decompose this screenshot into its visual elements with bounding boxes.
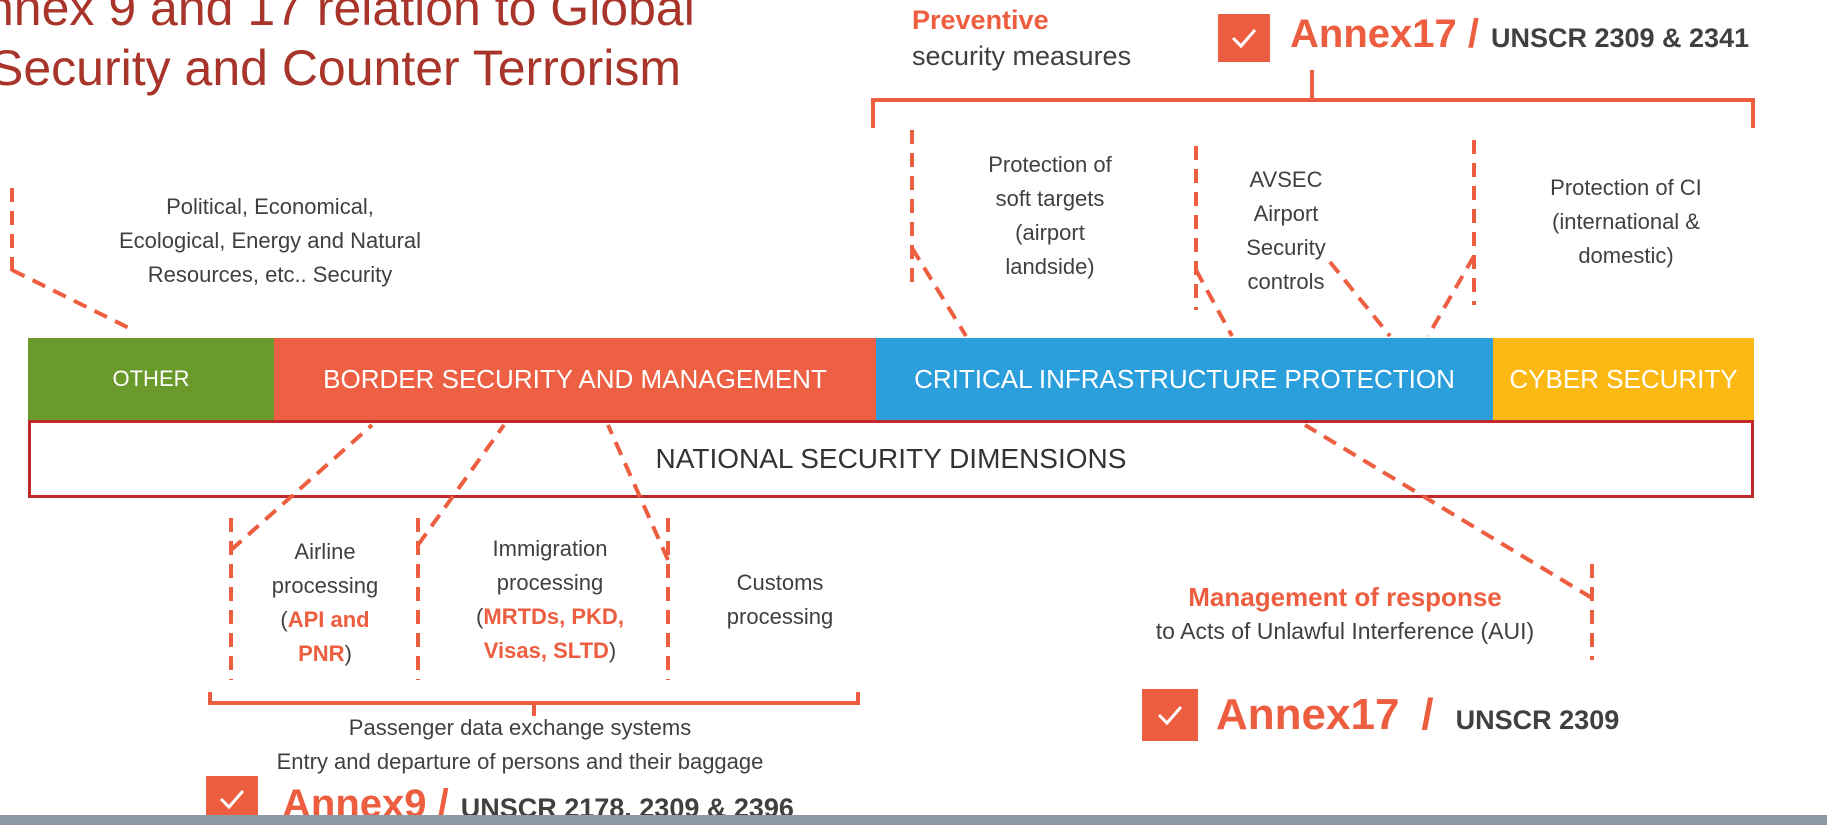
bottom-bar <box>0 815 1827 825</box>
immigration-processing: Immigration processing (MRTDs, PKD, Visa… <box>440 532 660 668</box>
immigration-line: processing <box>496 570 604 595</box>
airline-highlight-2: PNR) <box>240 637 410 671</box>
other-desc-line: Political, Economical, <box>166 194 374 219</box>
airline-line: processing <box>271 573 379 598</box>
preventive-sub: security measures <box>912 41 1132 71</box>
soft-targets-text: Protection of soft targets (airport land… <box>940 148 1160 284</box>
immigration-highlight-2: Visas, SLTD) <box>440 634 660 668</box>
ci-line: domestic) <box>1578 243 1674 268</box>
avsec-text: AVSEC Airport Security controls <box>1216 163 1356 299</box>
management-heading: Management of response <box>1188 582 1502 612</box>
airline-pnr: PNR <box>298 641 345 666</box>
annex17-top-unscr: UNSCR 2309 & 2341 <box>1490 23 1750 53</box>
ci-text: Protection of CI (international & domest… <box>1496 171 1756 273</box>
paren: ( <box>476 604 484 629</box>
paren: ( <box>280 607 288 632</box>
paren: ) <box>608 638 617 663</box>
avsec-line: Security <box>1246 235 1326 260</box>
customs-processing: Customs processing <box>680 566 880 634</box>
passenger-data-text: Passenger data exchange systems Entry an… <box>200 711 840 779</box>
management-sub: to Acts of Unlawful Interference (AUI) <box>1155 618 1535 644</box>
passenger-line-2: Entry and departure of persons and their… <box>276 749 764 774</box>
customs-diagonal <box>606 424 670 561</box>
band-cyber-security: CYBER SECURITY <box>1493 338 1754 420</box>
airline-api: API and <box>287 607 370 632</box>
immigration-visas: Visas, SLTD <box>483 638 609 663</box>
annex17-top-label: Annex17 / UNSCR 2309 & 2341 <box>1290 12 1749 57</box>
other-description: Political, Economical, Ecological, Energ… <box>60 190 480 292</box>
soft-targets-line: (airport <box>1015 220 1085 245</box>
top-bracket <box>871 70 1755 128</box>
annex17-bottom-slash: / <box>1421 690 1434 739</box>
annex17-top-annex: Annex17 / <box>1290 12 1479 56</box>
ci-line: Protection of CI <box>1550 175 1702 200</box>
annex17-bottom-unscr: UNSCR 2309 <box>1455 705 1620 735</box>
avsec-line: Airport <box>1253 201 1319 226</box>
airline-line: Airline <box>294 539 356 564</box>
bottom-bracket <box>208 692 860 716</box>
management-response: Management of response to Acts of Unlawf… <box>1120 580 1570 648</box>
avsec-diagonal-1 <box>1194 269 1234 337</box>
avsec-line: AVSEC <box>1249 167 1323 192</box>
soft-targets-line: Protection of <box>988 152 1112 177</box>
immigration-diagonal <box>416 423 506 547</box>
band-critical-infrastructure: CRITICAL INFRASTRUCTURE PROTECTION <box>876 338 1493 420</box>
band-other: OTHER <box>28 338 274 420</box>
band-border-security: BORDER SECURITY AND MANAGEMENT <box>274 338 876 420</box>
check-icon <box>1218 14 1270 62</box>
immigration-mrtds: MRTDs, PKD, <box>483 604 624 629</box>
airline-highlight-1: (API and <box>240 603 410 637</box>
check-icon <box>206 776 258 822</box>
page-title: nnex 9 and 17 relation to Global Securit… <box>0 0 695 98</box>
passenger-line-1: Passenger data exchange systems <box>348 715 692 740</box>
paren: ) <box>344 641 352 666</box>
preventive-label: Preventive security measures <box>912 2 1131 74</box>
annex17-bottom-label: Annex17 / UNSCR 2309 <box>1216 690 1619 740</box>
airline-diagonal <box>229 423 374 552</box>
management-diagonal <box>1303 423 1594 600</box>
soft-targets-line: landside) <box>1005 254 1095 279</box>
soft-targets-diagonal <box>910 246 968 338</box>
airline-processing: Airline processing (API and PNR) <box>240 535 410 671</box>
preventive-heading: Preventive <box>912 5 1049 35</box>
annex17-bottom-annex: Annex17 <box>1216 690 1400 739</box>
national-security-dimensions: NATIONAL SECURITY DIMENSIONS <box>28 420 1754 498</box>
other-desc-line: Ecological, Energy and Natural <box>118 228 422 253</box>
title-line-1: nnex 9 and 17 relation to Global <box>0 0 695 36</box>
soft-targets-line: soft targets <box>995 186 1105 211</box>
ci-line: (international & <box>1552 209 1700 234</box>
immigration-line: Immigration <box>492 536 608 561</box>
avsec-diagonal-2 <box>1328 260 1392 338</box>
immigration-highlight-1: (MRTDs, PKD, <box>440 600 660 634</box>
other-desc-line: Resources, etc.. Security <box>147 262 393 287</box>
other-connector-diagonal <box>11 268 134 332</box>
ci-diagonal <box>1426 255 1476 337</box>
customs-line: Customs <box>736 570 824 595</box>
title-line-2: Security and Counter Terrorism <box>0 40 682 96</box>
avsec-line: controls <box>1247 269 1325 294</box>
check-icon <box>1142 689 1198 741</box>
customs-line: processing <box>726 604 834 629</box>
